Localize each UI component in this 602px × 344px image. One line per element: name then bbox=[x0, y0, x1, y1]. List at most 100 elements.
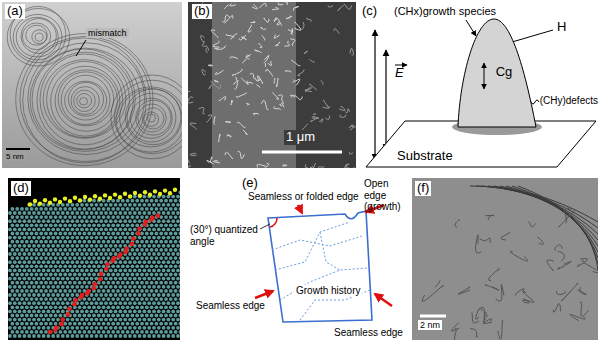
carbon-atom bbox=[68, 248, 72, 252]
carbon-atom bbox=[63, 330, 67, 334]
carbon-atom bbox=[109, 219, 113, 223]
carbon-atom bbox=[128, 277, 132, 281]
carbon-atom bbox=[59, 215, 63, 219]
carbon-atom bbox=[35, 305, 39, 309]
carbon-atom bbox=[171, 269, 175, 273]
carbon-atom bbox=[147, 285, 151, 289]
carbon-atom bbox=[63, 240, 67, 244]
boundary-atom bbox=[66, 312, 71, 317]
nanowall bbox=[281, 102, 284, 107]
carbon-atom bbox=[54, 281, 58, 285]
carbon-atom bbox=[104, 318, 108, 322]
carbon-atom bbox=[116, 207, 120, 211]
edge-atom bbox=[93, 194, 97, 198]
carbon-atom bbox=[47, 318, 51, 322]
nanowall bbox=[259, 3, 266, 8]
boundary-atom bbox=[80, 293, 85, 298]
leader-line bbox=[76, 40, 86, 56]
carbon-atom bbox=[164, 281, 168, 285]
carbon-atom bbox=[121, 330, 125, 334]
carbon-atom bbox=[176, 219, 180, 223]
graphitic-ring bbox=[51, 66, 120, 136]
carbon-atom bbox=[102, 215, 106, 219]
carbon-atom bbox=[99, 252, 103, 256]
carbon-atom bbox=[30, 207, 34, 211]
lattice-fringe bbox=[577, 287, 586, 295]
carbon-atom bbox=[18, 334, 22, 338]
carbon-atom bbox=[44, 248, 48, 252]
carbon-atom bbox=[61, 211, 65, 215]
graphitic-ring bbox=[130, 98, 172, 138]
carbon-atom bbox=[92, 256, 96, 260]
carbon-atom bbox=[150, 223, 154, 227]
carbon-atom bbox=[35, 264, 39, 268]
carbon-atom bbox=[171, 211, 175, 215]
carbon-atom bbox=[47, 236, 51, 240]
carbon-atom bbox=[56, 244, 60, 248]
lattice-fringe bbox=[489, 268, 500, 280]
nanowall bbox=[213, 161, 220, 163]
lattice-fringe bbox=[435, 280, 440, 287]
carbon-atom bbox=[109, 277, 113, 281]
carbon-atom bbox=[30, 215, 34, 219]
carbon-atom bbox=[18, 277, 22, 281]
carbon-atom bbox=[99, 285, 103, 289]
carbon-atom bbox=[135, 330, 139, 334]
carbon-atom bbox=[109, 203, 113, 207]
carbon-atom bbox=[159, 199, 163, 203]
lattice-fringe bbox=[470, 329, 477, 338]
carbon-atom bbox=[143, 228, 147, 232]
annotation: mismatch bbox=[86, 28, 129, 38]
nanowall bbox=[287, 2, 290, 4]
carbon-atom bbox=[78, 232, 82, 236]
carbon-atom bbox=[179, 191, 181, 195]
carbon-atom bbox=[8, 252, 12, 256]
lattice-fringe bbox=[458, 287, 470, 294]
nanowall bbox=[277, 78, 278, 87]
nanowall bbox=[257, 164, 265, 167]
carbon-atom bbox=[150, 248, 154, 252]
carbon-atom bbox=[95, 228, 99, 232]
edge-atom bbox=[108, 196, 112, 200]
carbon-atom bbox=[140, 207, 144, 211]
nanowall bbox=[285, 71, 291, 72]
carbon-atom bbox=[18, 252, 22, 256]
nanowall bbox=[226, 34, 234, 37]
carbon-atom bbox=[85, 318, 89, 322]
nanowall bbox=[286, 16, 292, 19]
carbon-atom bbox=[157, 219, 161, 223]
carbon-atom bbox=[119, 269, 123, 273]
carbon-atom bbox=[128, 326, 132, 330]
carbon-atom bbox=[30, 264, 34, 268]
carbon-atom bbox=[61, 310, 65, 314]
carbon-atom bbox=[135, 281, 139, 285]
carbon-atom bbox=[179, 314, 181, 318]
carbon-atom bbox=[18, 211, 22, 215]
carbon-atom bbox=[54, 232, 58, 236]
scale-bar bbox=[6, 148, 30, 150]
carbon-atom bbox=[102, 314, 106, 318]
carbon-atom bbox=[138, 334, 142, 338]
graphitic-ring bbox=[68, 82, 103, 116]
carbon-atom bbox=[73, 207, 77, 211]
carbon-atom bbox=[109, 318, 113, 322]
carbon-atom bbox=[18, 326, 22, 330]
boundary-atom bbox=[136, 231, 141, 236]
carbon-atom bbox=[8, 318, 12, 322]
nanowall bbox=[283, 165, 287, 166]
carbon-atom bbox=[99, 326, 103, 330]
carbon-atom bbox=[128, 219, 132, 223]
carbon-atom bbox=[63, 215, 67, 219]
carbon-atom bbox=[47, 334, 51, 338]
carbon-atom bbox=[68, 207, 72, 211]
carbon-atom bbox=[83, 322, 87, 326]
carbon-atom bbox=[32, 277, 36, 281]
carbon-atom bbox=[152, 293, 156, 297]
carbon-atom bbox=[92, 240, 96, 244]
carbon-atom bbox=[140, 215, 144, 219]
carbon-atom bbox=[90, 334, 94, 338]
graphitic-ring bbox=[127, 93, 176, 142]
nanowall bbox=[225, 152, 233, 159]
carbon-atom bbox=[30, 256, 34, 260]
nanowall bbox=[309, 167, 313, 168]
